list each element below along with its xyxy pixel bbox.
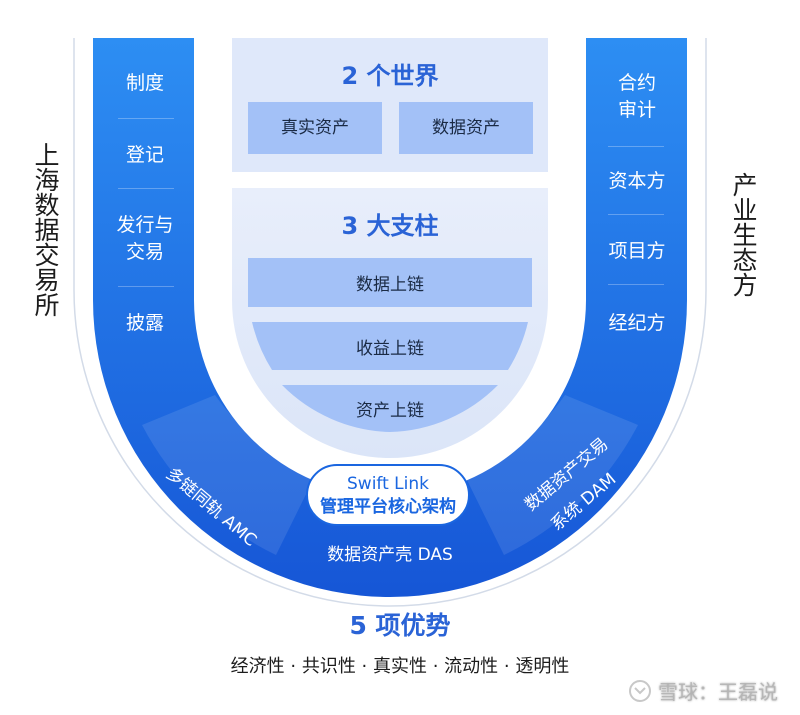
right-separator [608, 284, 664, 285]
left-item-disclosure: 披露 [125, 312, 164, 334]
pillar-asset-on-chain: 资产上链 [356, 401, 424, 421]
blue-u-band [93, 38, 687, 597]
right-item-broker: 经纪方 [608, 312, 666, 334]
left-separator [118, 118, 174, 119]
watermark: 雪球：王磊说 [628, 676, 778, 705]
right-vertical-label: 产业生态方 [729, 172, 758, 297]
arc-left-segment [142, 395, 318, 555]
world-real-asset: 真实资产 [248, 102, 382, 154]
core-title: Swift Link [347, 474, 429, 494]
left-separator [118, 286, 174, 287]
left-item-system: 制度 [125, 72, 164, 94]
outer-guide-arc [73, 38, 707, 607]
right-separator [608, 146, 664, 147]
left-item-registration: 登记 [125, 144, 164, 166]
pillar-band-3 [282, 385, 498, 432]
core-architecture-pill: Swift Link 管理平台核心架构 [306, 464, 470, 526]
right-item-contract-audit: 合约 审计 [617, 72, 656, 121]
left-item-issuance-trading: 发行与 交易 [116, 214, 174, 263]
pillar-band-1 [248, 258, 532, 307]
left-separator [118, 188, 174, 189]
worlds-title: 2 个世界 [341, 62, 439, 90]
pillars-title: 3 大支柱 [341, 212, 439, 240]
pillar-band-2 [252, 322, 528, 370]
right-separator [608, 214, 664, 215]
snowball-logo-icon [629, 680, 651, 702]
right-item-capital: 资本方 [608, 170, 666, 192]
watermark-text: 雪球：王磊说 [658, 680, 778, 704]
left-vertical-label: 上海数据交易所 [31, 142, 60, 317]
core-subtitle: 管理平台核心架构 [320, 497, 456, 517]
world-data-asset: 数据资产 [399, 102, 533, 154]
advantages-list: 经济性 · 共识性 · 真实性 · 流动性 · 透明性 [230, 656, 570, 677]
arc-right-segment [462, 395, 638, 555]
pillar-revenue-on-chain: 收益上链 [356, 339, 424, 359]
right-item-project: 项目方 [608, 240, 666, 262]
advantages-title: 5 项优势 [349, 611, 451, 640]
arc-label-das: 数据资产壳 DAS [327, 545, 453, 565]
pillar-data-on-chain: 数据上链 [356, 275, 424, 295]
